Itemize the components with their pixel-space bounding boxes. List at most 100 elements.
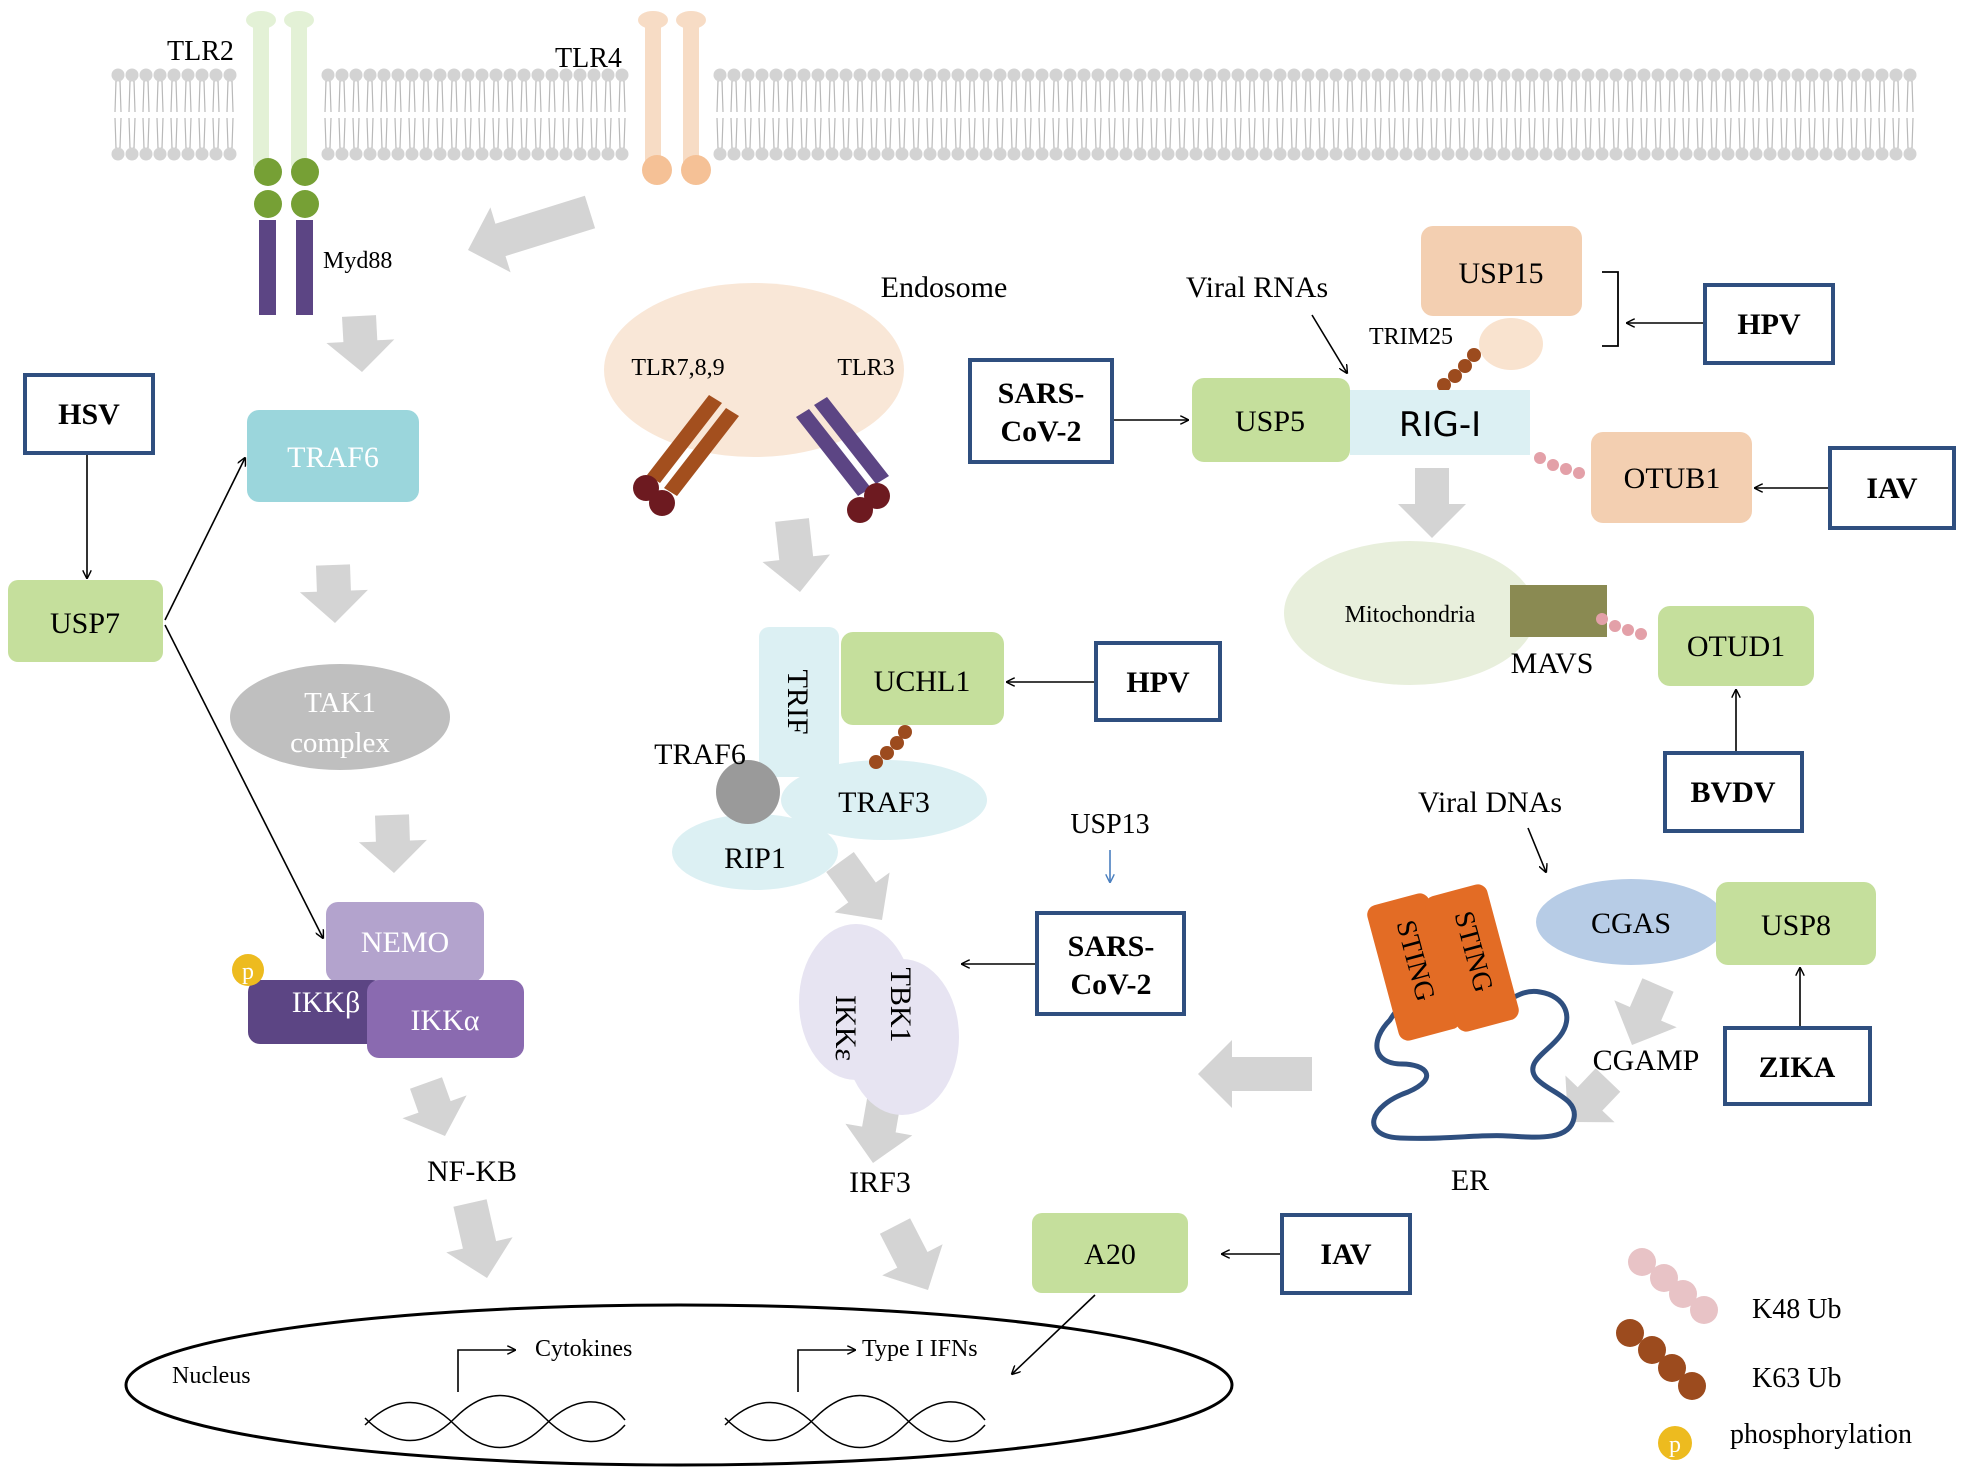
nemo-label: NEMO [361, 926, 449, 959]
otub1-label: OTUB1 [1624, 462, 1721, 495]
sars-line1: SARS- [1068, 930, 1155, 963]
usp7-box: USP7 [8, 580, 163, 662]
gray-flow-arrow-4 [358, 814, 427, 873]
a20-label: A20 [1084, 1238, 1136, 1271]
k63-legend-symbol [1616, 1319, 1706, 1400]
tbk1-ikke-complex: IKKε TBK1 [799, 924, 959, 1115]
viral-rnas-label: Viral RNAs [1186, 271, 1328, 304]
mitochondria: Mitochondria [1284, 541, 1607, 685]
usp5-box: USP5 [1192, 378, 1350, 462]
sting-1 [1367, 893, 1461, 1041]
traf6-label: TRAF6 [287, 441, 379, 474]
sars-cov-2-usp5-virus-box: SARS- CoV-2 [968, 358, 1114, 464]
ikka-label: IKKα [410, 1004, 479, 1037]
traf3-label: TRAF3 [838, 786, 930, 819]
iav-otub1-virus-box: IAV [1828, 446, 1956, 530]
mitochondria-label: Mitochondria [1345, 602, 1476, 628]
irf3-label: IRF3 [849, 1166, 911, 1199]
iav-a20-virus-box: IAV [1280, 1213, 1412, 1295]
legend: K48 Ub K63 Ub p phosphorylation [1616, 1248, 1912, 1460]
usp8-box [1716, 882, 1876, 965]
viral-dnas-label: Viral DNAs [1418, 786, 1562, 819]
otub1-complex: OTUB1 [1534, 432, 1752, 523]
sars-usp5-line2: CoV-2 [1000, 415, 1081, 448]
hpv-label: HPV [1126, 666, 1190, 699]
otud1-complex: OTUD1 [1596, 606, 1814, 686]
k63-label: K63 Ub [1752, 1363, 1841, 1394]
uchl1-label: UCHL1 [874, 665, 971, 698]
gray-flow-arrow-7 [762, 518, 830, 592]
nfkb-label: NF-KB [427, 1155, 517, 1188]
sars-usp5-line1: SARS- [998, 377, 1085, 410]
tlr2-label: TLR2 [167, 36, 234, 67]
regulation-arrows [87, 323, 1828, 1374]
usp15-box [1421, 226, 1582, 316]
viral-dnas-arrow [1527, 827, 1546, 872]
trif-complex: TRIF UCHL1 TRAF3 RIP1 [672, 627, 1004, 890]
otud1-label: OTUD1 [1687, 630, 1785, 663]
cgas-node [1536, 879, 1726, 965]
gray-flow-arrow-6 [446, 1199, 513, 1278]
ikke-label: IKKε [829, 995, 862, 1061]
usp13-label: USP13 [1070, 809, 1149, 840]
myd88-label: Myd88 [323, 248, 392, 274]
tbk1-label: TBK1 [884, 968, 917, 1043]
trif-label: TRIF [781, 669, 814, 734]
nucleus: Nucleus Cytokines Type I IFNs [124, 1303, 1234, 1467]
ifns-label: Type I IFNs [862, 1336, 978, 1362]
hpv-uchl1-virus-box: HPV [1094, 641, 1222, 722]
bvdv-virus-box: BVDV [1663, 751, 1804, 833]
rig-i-box: RIG-I [1350, 390, 1530, 455]
tak1-label: TAK1 [304, 687, 376, 719]
sars-line2: CoV-2 [1070, 968, 1151, 1001]
usp15-complex: USP15 [1421, 226, 1582, 392]
gray-flow-arrow-14 [1198, 1040, 1312, 1108]
trim25-label: TRIM25 [1369, 324, 1453, 350]
cell-membrane [111, 65, 1920, 161]
iav-a20-label: IAV [1320, 1238, 1371, 1271]
ikkb-label: IKKβ [292, 986, 361, 1019]
gray-flow-arrow-8 [826, 852, 890, 920]
cgas-label: CGAS [1591, 907, 1671, 940]
phos-label: phosphorylation [1730, 1419, 1912, 1450]
gray-flow-arrow-5 [402, 1077, 467, 1136]
bvdv-label: BVDV [1690, 776, 1775, 809]
cytokines-label: Cytokines [535, 1336, 632, 1362]
tlr2-receptor [246, 11, 319, 315]
hsv-label: HSV [58, 398, 120, 431]
myd88-bar [259, 220, 276, 315]
gray-flow-arrow-10 [879, 1218, 943, 1290]
gray-flow-arrow-12 [1614, 978, 1677, 1045]
tlr3-label: TLR3 [837, 355, 894, 381]
signal-arrows [299, 195, 1677, 1290]
er-sting: STING STING [1367, 884, 1577, 1141]
usp15-bracket [1602, 271, 1619, 347]
zika-label: ZIKA [1759, 1051, 1836, 1084]
phosphorylation-marker [232, 954, 264, 986]
a20-box: A20 [1032, 1213, 1188, 1293]
usp5-label: USP5 [1235, 405, 1305, 438]
sars-cov-2-tbk1-virus-box: SARS- CoV-2 [1035, 911, 1186, 1016]
mavs-label: MAVS [1511, 647, 1594, 680]
iav-otub1-label: IAV [1866, 472, 1917, 505]
cgamp-label: CGAMP [1593, 1044, 1700, 1077]
usp8-label: USP8 [1761, 909, 1831, 942]
gray-flow-arrow-3 [299, 564, 368, 623]
gray-flow-arrow-2 [326, 315, 395, 372]
ikk-complex: NEMO IKKβ IKKα p [232, 902, 524, 1058]
sting-2 [1425, 884, 1519, 1032]
zika-virus-box: ZIKA [1723, 1026, 1872, 1106]
k48-legend-symbol [1628, 1248, 1718, 1324]
hpv-usp15-virus-box: HPV [1703, 283, 1835, 365]
tlr4-receptor [638, 11, 711, 185]
endosome-label: Endosome [881, 271, 1008, 304]
mavs-bar [1510, 585, 1607, 637]
tak1-complex: TAK1 complex [230, 664, 450, 770]
phos-legend-p: p [1669, 1432, 1681, 1458]
nucleus-label: Nucleus [172, 1363, 251, 1389]
dna-helix-1 [364, 1394, 626, 1449]
gray-flow-arrow-1 [468, 195, 596, 273]
tak1-complex-label: complex [290, 727, 390, 759]
otub1-box [1591, 432, 1752, 523]
